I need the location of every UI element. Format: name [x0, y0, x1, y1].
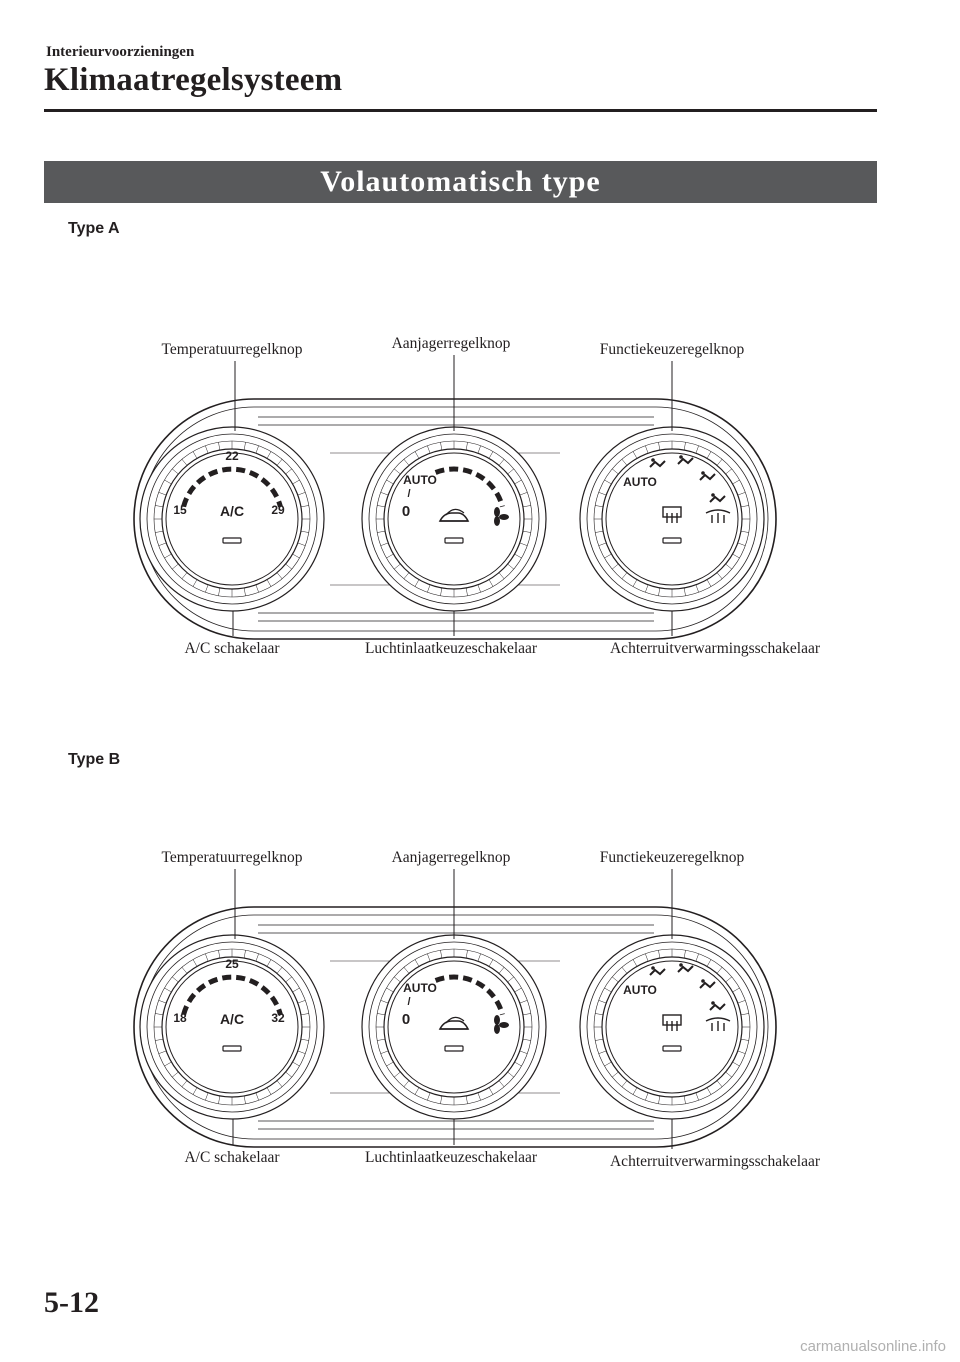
temperature-scale-arc — [181, 974, 283, 1016]
face-vent-icon — [649, 966, 666, 976]
label-intake-switch: Luchtinlaatkeuzeschakelaar — [364, 640, 538, 657]
temp-mid-label: 22 — [225, 449, 239, 463]
bilevel-vent-icon — [677, 963, 694, 973]
label-ac-switch: A/C schakelaar — [184, 1149, 280, 1166]
panel-bezel — [133, 906, 777, 1148]
label-fan-knob: Aanjagerregelknop — [391, 849, 511, 866]
label-mode-knob: Functiekeuzeregelknop — [599, 341, 745, 358]
title-divider — [44, 109, 877, 112]
recirculation-icon — [438, 1016, 470, 1030]
type-b-label: Type B — [68, 751, 121, 768]
temp-knob[interactable] — [139, 934, 325, 1120]
panel-illustration — [133, 355, 777, 640]
mode-auto-label: AUTO — [623, 983, 657, 997]
fan-icon — [494, 507, 509, 526]
leader-lines — [232, 355, 673, 636]
label-ac-switch: A/C schakelaar — [184, 640, 280, 657]
watermark: carmanualsonline.info — [800, 1338, 946, 1355]
page-title: Klimaatregelsysteem — [44, 62, 343, 98]
label-rear-defroster-switch: Achterruitverwarmingsschakelaar — [609, 640, 821, 657]
mode-auto-label: AUTO — [623, 475, 657, 489]
section-name: Interieurvoorzieningen — [46, 44, 195, 60]
floor-vent-icon — [699, 979, 716, 989]
fan-speed-arc — [434, 974, 505, 1016]
temperature-scale-arc — [181, 466, 283, 508]
fan-speed-arc — [434, 466, 505, 508]
fan-knob[interactable] — [361, 934, 547, 1120]
fan-slash-label: / — [407, 488, 411, 500]
fan-zero-label: 0 — [401, 1011, 411, 1028]
leader-lines — [232, 869, 673, 1149]
label-temperature-knob: Temperatuurregelknop — [161, 341, 303, 358]
windshield-defrost-icon — [705, 1017, 731, 1031]
fan-auto-label: AUTO — [403, 473, 437, 487]
rear-defroster-icon[interactable] — [662, 1014, 682, 1031]
temp-min-label: 15 — [173, 503, 187, 517]
floor-vent-icon — [699, 471, 716, 481]
temp-max-label: 29 — [271, 503, 285, 517]
temp-knob[interactable] — [139, 426, 325, 612]
fan-icon — [494, 1015, 509, 1034]
temp-mid-label: 25 — [225, 957, 239, 971]
panel-illustration — [133, 869, 777, 1149]
rear-defroster-icon[interactable] — [662, 506, 682, 523]
fan-zero-label: 0 — [401, 503, 411, 520]
label-temperature-knob: Temperatuurregelknop — [161, 849, 303, 866]
recirculation-icon — [438, 508, 470, 522]
label-fan-knob: Aanjagerregelknop — [391, 335, 511, 352]
floor-defrost-icon — [709, 1001, 726, 1011]
ac-indicator-label: A/C — [219, 1011, 245, 1027]
fan-slash-label: / — [407, 996, 411, 1008]
face-vent-icon — [649, 458, 666, 468]
bilevel-vent-icon — [677, 455, 694, 465]
fan-auto-label: AUTO — [403, 981, 437, 995]
label-mode-knob: Functiekeuzeregelknop — [599, 849, 745, 866]
label-rear-defroster-switch: Achterruitverwarmingsschakelaar — [609, 1153, 821, 1170]
floor-defrost-icon — [709, 493, 726, 503]
ac-indicator-label: A/C — [219, 503, 245, 519]
windshield-defrost-icon — [705, 509, 731, 523]
page-number: 5-12 — [44, 1286, 99, 1319]
fan-knob[interactable] — [361, 426, 547, 612]
temp-min-label: 18 — [173, 1011, 187, 1025]
banner-heading: Volautomatisch type — [44, 161, 877, 203]
panel-bezel — [133, 398, 777, 640]
type-a-label: Type A — [68, 220, 120, 237]
temp-max-label: 32 — [271, 1011, 285, 1025]
label-intake-switch: Luchtinlaatkeuzeschakelaar — [364, 1149, 538, 1166]
